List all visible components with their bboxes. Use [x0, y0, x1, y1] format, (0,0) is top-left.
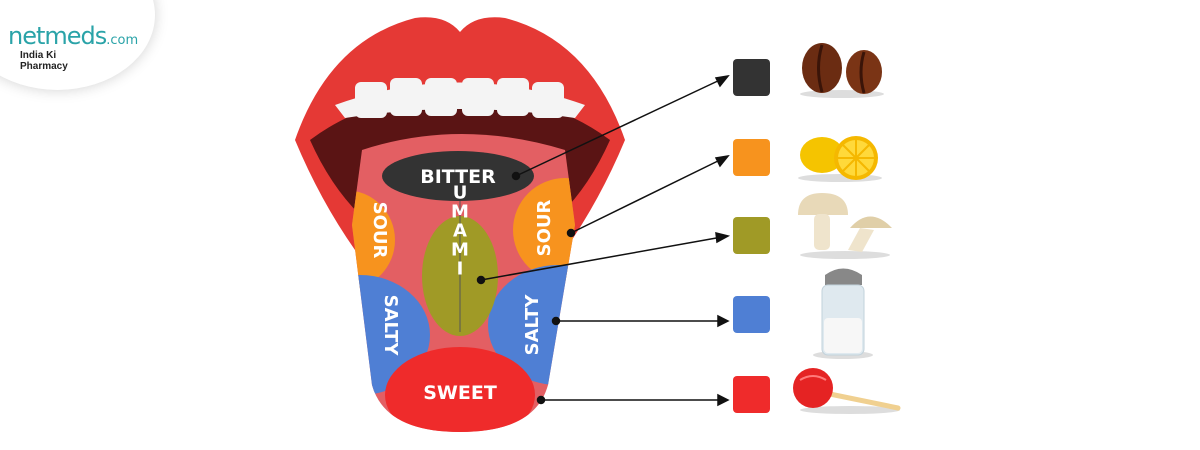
- logo-tagline: India Ki Pharmacy: [20, 50, 68, 72]
- salty-swatch: [733, 296, 770, 333]
- salt-shaker-icon: [813, 268, 873, 359]
- bitter-label: BITTER: [420, 166, 496, 188]
- logo-wordmark: netmeds.com: [8, 22, 139, 50]
- sour-swatch: [733, 139, 770, 176]
- sweet-swatch: [733, 376, 770, 413]
- sour-left-region: [352, 190, 395, 290]
- umami-label: UMAMI: [450, 183, 471, 278]
- salty-right-region: [488, 265, 575, 385]
- salty-left-label: SALTY: [380, 295, 401, 357]
- sweet-region: [385, 347, 535, 432]
- bitter-region: [382, 151, 534, 201]
- sweet-label: SWEET: [423, 382, 497, 404]
- teeth-row: [355, 78, 564, 118]
- salty-right-label: SALTY: [522, 294, 543, 356]
- sour-right-label: SOUR: [534, 199, 555, 256]
- lollipop-icon: [793, 368, 901, 414]
- coffee-beans-icon: [800, 43, 884, 98]
- connector-lines: [476, 74, 731, 407]
- lemon-icon: [798, 136, 882, 182]
- sour-left-label: SOUR: [369, 202, 390, 259]
- umami-swatch: [733, 217, 770, 254]
- sour-right-region: [513, 178, 575, 282]
- bitter-swatch: [733, 59, 770, 96]
- mushroom-icon: [798, 193, 892, 259]
